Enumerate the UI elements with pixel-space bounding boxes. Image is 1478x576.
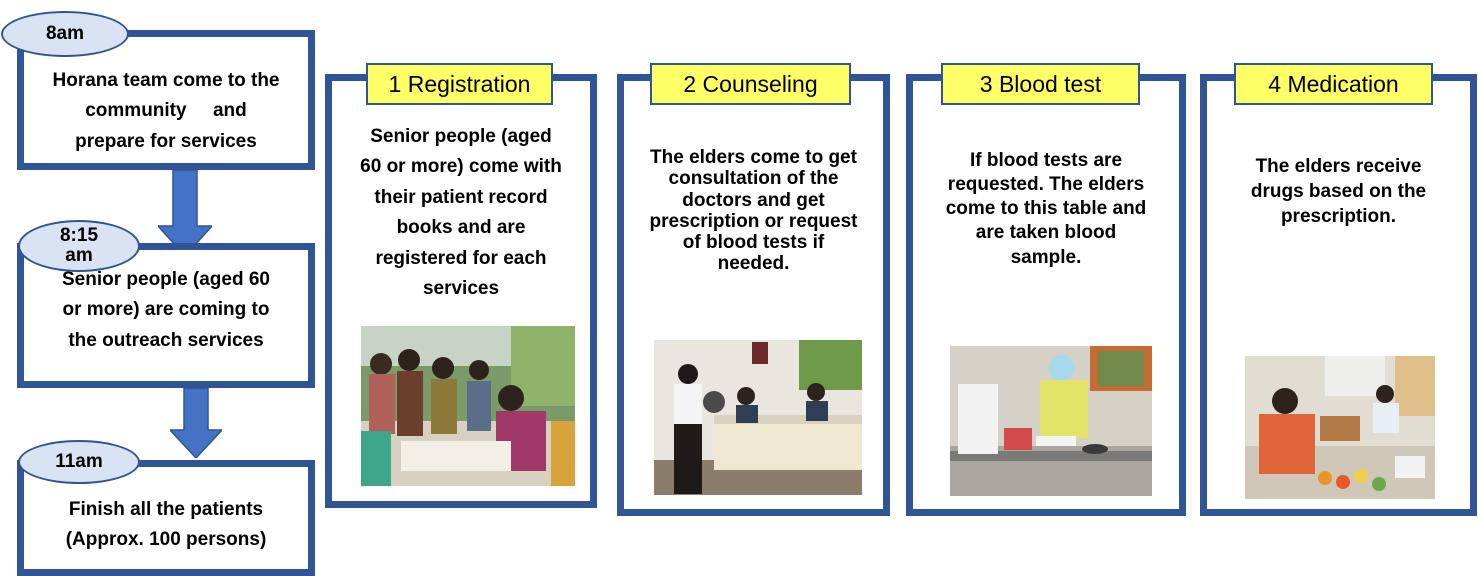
timeline-text-3: Finish all the patients (Approx. 100 per… (65, 499, 267, 551)
step-label-registration: 1 Registration (366, 63, 553, 105)
registration-photo (361, 326, 575, 486)
medication-photo (1245, 356, 1435, 499)
timeline-text-1: Horana team come to the community and pr… (52, 70, 280, 152)
step-label-counseling: 2 Counseling (650, 63, 851, 105)
timeline-text-2: Senior people (aged 60 or more) are comi… (62, 269, 270, 351)
counseling-photo (654, 340, 862, 495)
time-badge-8am: 8am (1, 11, 129, 57)
timeline-box-3: Finish all the patients (Approx. 100 per… (17, 460, 315, 576)
down-arrow-2 (170, 388, 222, 458)
timeline-box-1: Horana team come to the community and pr… (17, 30, 315, 170)
step-label-blood-test: 3 Blood test (941, 63, 1140, 105)
blood-test-photo (950, 346, 1152, 496)
time-badge-11am: 11am (18, 440, 140, 484)
step-label-medication: 4 Medication (1234, 63, 1433, 105)
down-arrow-1 (158, 170, 212, 256)
